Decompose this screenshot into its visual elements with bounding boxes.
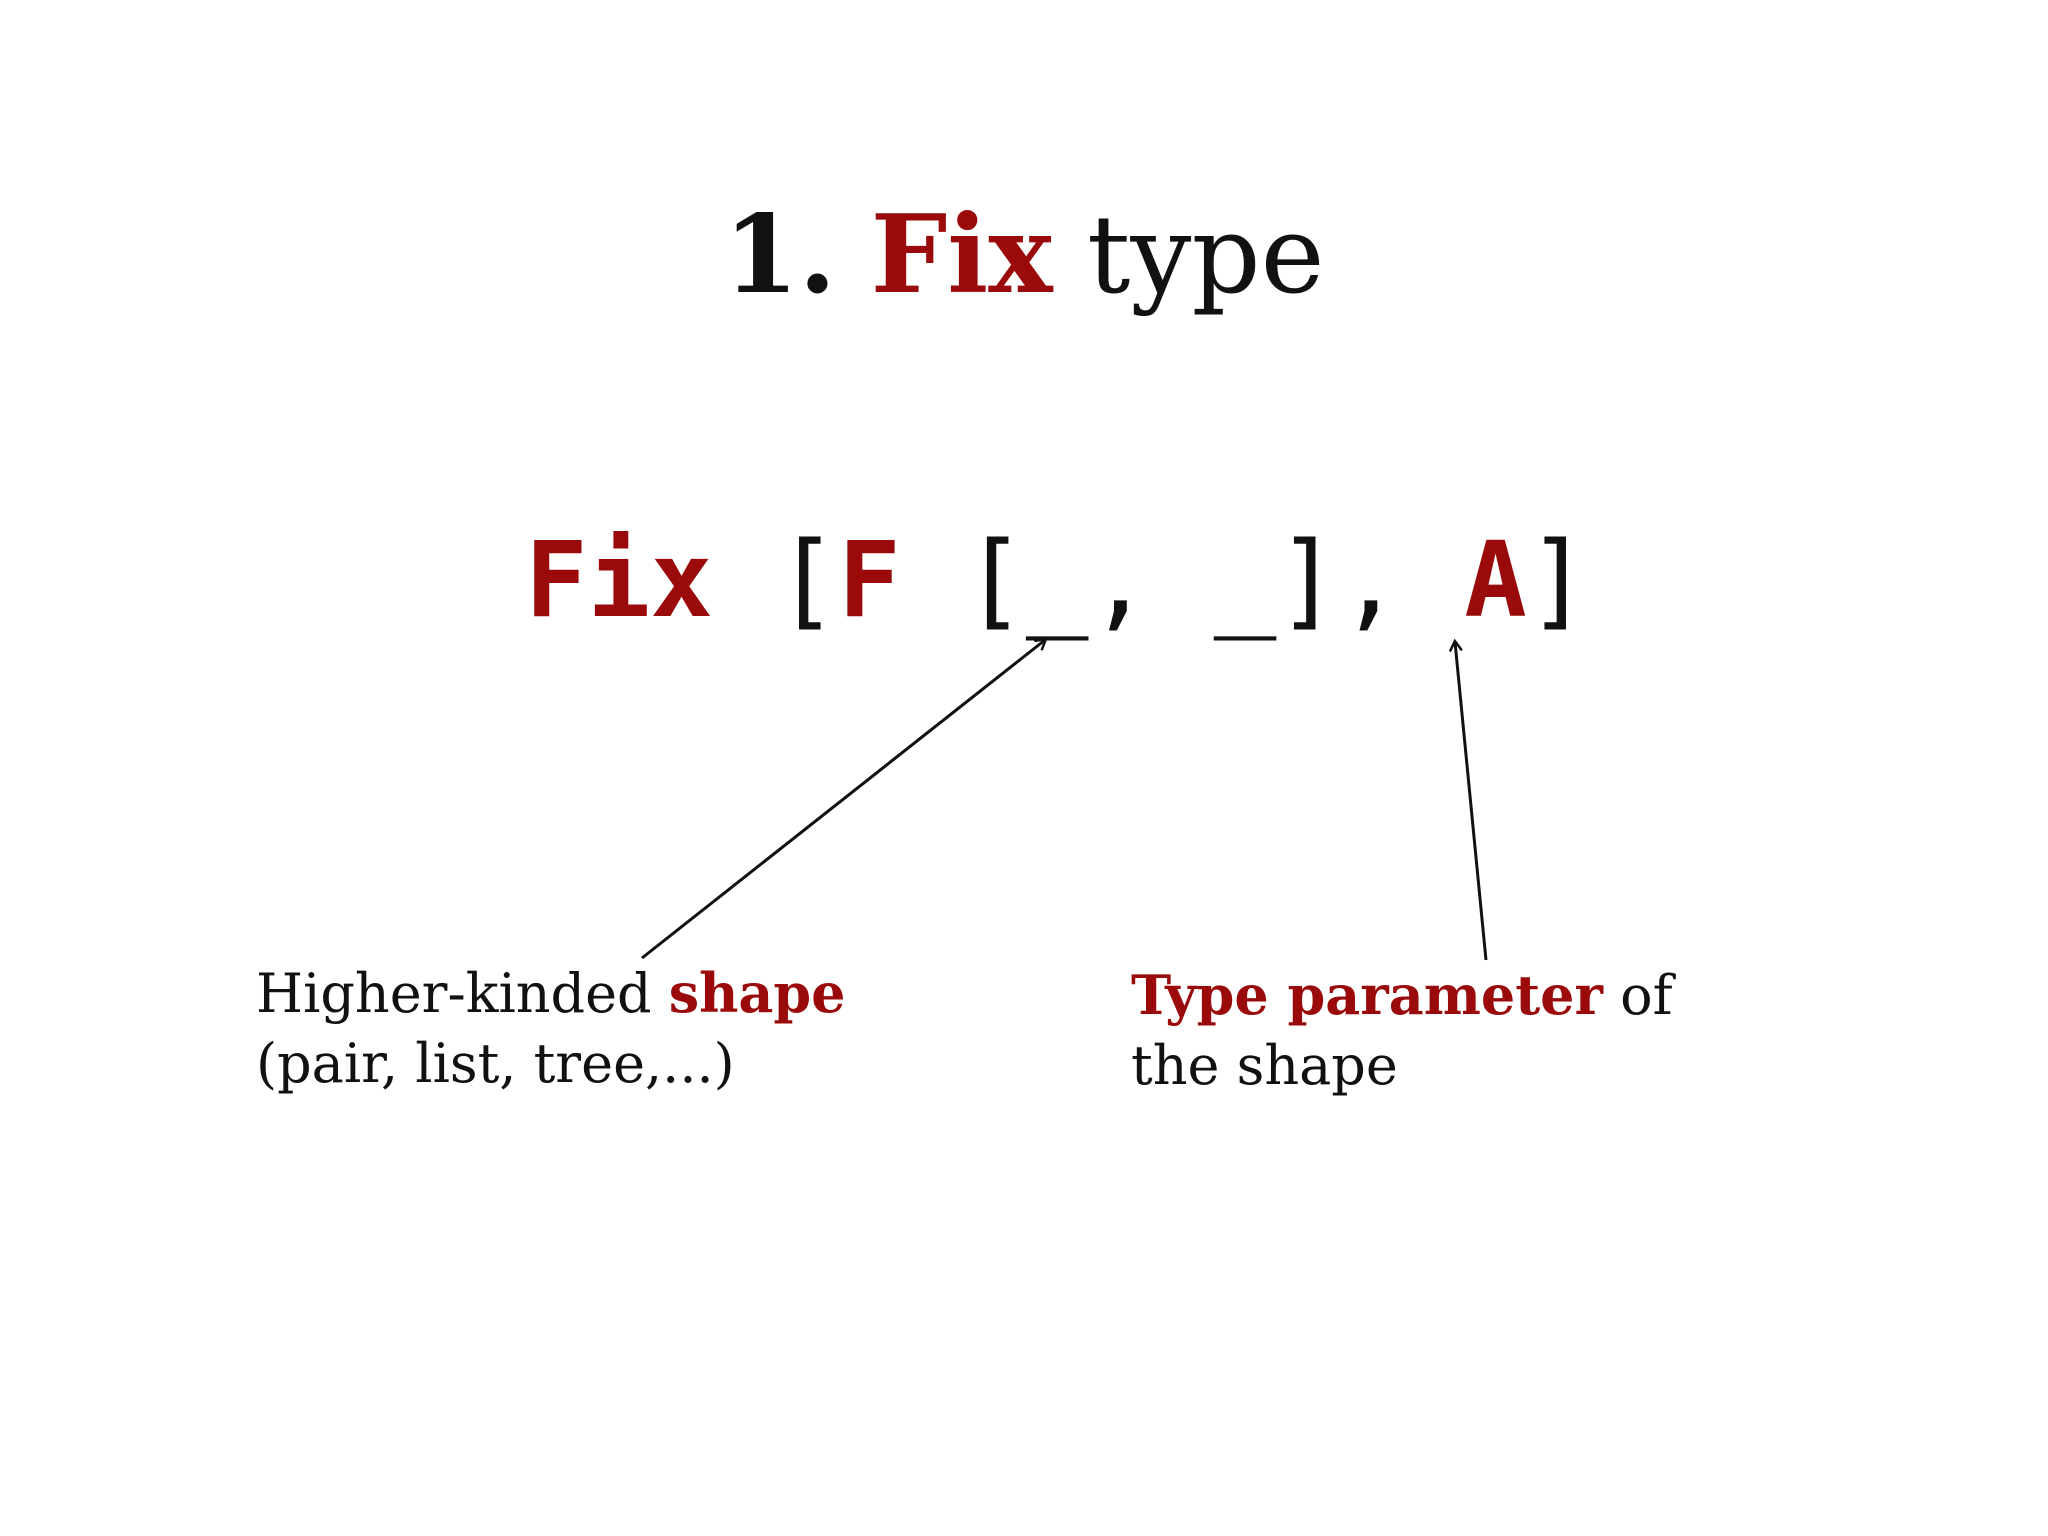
arrow-to-type-param xyxy=(1455,642,1488,961)
code-inner-params: [_, _], xyxy=(900,519,1465,641)
type-param-callout: Type parameter of the shape xyxy=(1131,960,1673,1101)
shape-callout: Higher-kinded shape (pair, list, tree,..… xyxy=(256,958,846,1099)
title-keyword: Fix xyxy=(870,192,1053,318)
type-param-callout-emphasis: Type parameter xyxy=(1131,963,1603,1027)
code-f: F xyxy=(838,519,901,641)
code-open-bracket: [ xyxy=(712,519,839,641)
shape-callout-line1: Higher-kinded shape xyxy=(256,958,846,1029)
code-fix: Fix xyxy=(525,519,713,641)
title-number: 1. xyxy=(723,192,837,318)
code-signature: Fix [F [_, _], A] xyxy=(525,520,1589,640)
slide-title: 1. Fix type xyxy=(0,190,2048,321)
shape-callout-emphasis: shape xyxy=(668,961,846,1025)
type-param-callout-suffix: of xyxy=(1602,964,1673,1027)
code-close-bracket: ] xyxy=(1526,519,1590,641)
shape-callout-line2: (pair, list, tree,...) xyxy=(256,1032,735,1095)
arrow-to-shape xyxy=(641,640,1045,960)
type-param-callout-line1: Type parameter of xyxy=(1131,960,1673,1031)
title-rest: type xyxy=(1087,193,1325,318)
shape-callout-prefix: Higher-kinded xyxy=(256,962,669,1025)
type-param-callout-line2: the shape xyxy=(1131,1034,1398,1097)
code-a: A xyxy=(1464,519,1527,641)
